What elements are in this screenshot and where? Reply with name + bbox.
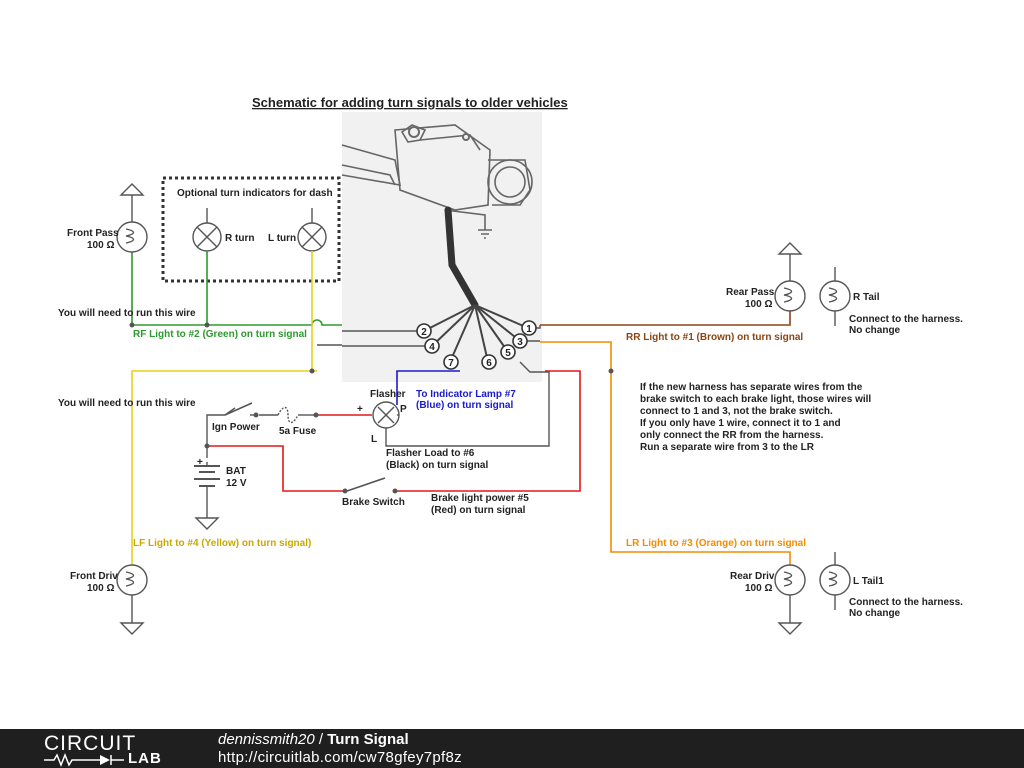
footer-title: dennissmith20 / Turn Signal — [218, 731, 409, 748]
footer-url-link[interactable]: http://circuitlab.com/cw78gfey7pf8z — [218, 749, 462, 766]
front-pass-lamp — [116, 183, 148, 253]
schematic-svg: Schematic for adding turn signals to old… — [58, 95, 963, 635]
r-tail-lamp — [819, 267, 851, 326]
note-line: If you only have 1 wire, connect it to 1… — [640, 418, 841, 429]
bat-voltage: 12 V — [226, 478, 247, 489]
rear-pass-label: Rear Pass — [726, 287, 775, 298]
diagram-title: Schematic for adding turn signals to old… — [252, 95, 568, 110]
flasher-load-1: Flasher Load to #6 — [386, 448, 475, 459]
harness-note-front-1: Connect to the harness. — [849, 597, 963, 608]
rr-light-label: RR Light to #1 (Brown) on turn signal — [626, 332, 803, 343]
green-wire-hop — [311, 319, 342, 326]
rf-light-suffix: ) on turn signal — [235, 329, 307, 340]
orange-wire — [540, 341, 791, 565]
blue-wire — [396, 370, 460, 405]
pin-7: 7 — [448, 358, 454, 369]
rf-light-label: RF Light to #2 (Green) on turn signal — [133, 329, 307, 340]
footer-separator: / — [314, 731, 328, 748]
front-driv-lamp — [116, 564, 148, 635]
rear-driv-value: 100 Ω — [745, 583, 772, 594]
note-line: Run a separate wire from 3 to the LR — [640, 442, 815, 453]
pin-5: 5 — [505, 348, 511, 359]
run-wire-note-1: You will need to run this wire — [58, 308, 196, 319]
brake-power-1: Brake light power #5 — [431, 493, 529, 504]
pin-4: 4 — [429, 342, 435, 353]
note-line: If the new harness has separate wires fr… — [640, 382, 863, 393]
brake-switch — [346, 477, 386, 492]
harness-note-block: If the new harness has separate wires fr… — [640, 382, 871, 453]
l-tail-lamp — [819, 552, 851, 610]
rf-light-color: Green — [206, 329, 235, 340]
pin-6: 6 — [486, 358, 492, 369]
note-line: brake switch to each brake light, those … — [640, 394, 871, 405]
red-wire-brake-power — [397, 370, 581, 492]
rf-light-prefix: RF Light to #2 ( — [133, 329, 206, 340]
footer-bar: CIRCUIT LAB dennissmith20 / Turn Signal … — [0, 729, 1024, 768]
rear-pass-value: 100 Ω — [745, 299, 772, 310]
ign-power-switch — [224, 402, 253, 416]
pin-3: 3 — [517, 337, 523, 348]
rear-driv-lamp — [774, 564, 806, 635]
lf-light-label: LF Light to #4 (Yellow) on turn signal) — [133, 538, 311, 549]
indicator-label-2: (Blue) on turn signal — [416, 400, 513, 411]
pin-2: 2 — [421, 327, 427, 338]
bat-label: BAT — [226, 466, 246, 477]
rear-driv-label: Rear Driv — [730, 571, 775, 582]
yellow-wire — [131, 370, 317, 565]
flasher-load-2: (Black) on turn signal — [386, 460, 488, 471]
ign-power-label: Ign Power — [212, 422, 260, 433]
r-turn-label: R turn — [225, 233, 254, 244]
l-turn-lamp — [297, 208, 327, 252]
dash-box-label: Optional turn indicators for dash — [177, 188, 333, 199]
lr-light-label: LR Light to #3 (Orange) on turn signal — [626, 538, 806, 549]
battery-symbol — [194, 465, 220, 487]
flasher-p: P — [400, 404, 407, 415]
turn-signal-switch-illustration — [341, 112, 542, 382]
indicator-label-1: To Indicator Lamp #7 — [416, 389, 516, 400]
circuitlab-logo-lab: LAB — [128, 750, 162, 767]
battery-plus: + — [197, 457, 203, 468]
front-driv-label: Front Driv — [70, 571, 118, 582]
harness-note-rear-1: Connect to the harness. — [849, 314, 963, 325]
r-turn-lamp — [192, 208, 222, 252]
brake-switch-label: Brake Switch — [342, 497, 405, 508]
l-turn-label: L turn — [268, 233, 296, 244]
l-tail-label: L Tail1 — [853, 576, 884, 587]
footer-username[interactable]: dennissmith20 — [218, 731, 315, 748]
flasher-label: Flasher — [370, 389, 406, 400]
note-line: only connect the RR from the harness. — [640, 430, 824, 441]
harness-note-rear-2: No change — [849, 325, 901, 336]
brown-wire — [540, 310, 791, 326]
r-tail-label: R Tail — [853, 292, 880, 303]
rear-pass-lamp — [774, 242, 806, 312]
front-pass-label: Front Pass — [67, 228, 119, 239]
harness-note-front-2: No change — [849, 608, 901, 619]
circuitlab-logo-icon — [44, 753, 124, 767]
front-pass-value: 100 Ω — [87, 240, 114, 251]
run-wire-note-2: You will need to run this wire — [58, 398, 196, 409]
brake-power-2: (Red) on turn signal — [431, 505, 526, 516]
note-line: connect to 1 and 3, not the brake switch… — [640, 406, 833, 417]
pin-1: 1 — [526, 324, 532, 335]
ground-battery — [194, 517, 220, 530]
flasher-plus: + — [357, 404, 363, 415]
dash-indicator-box — [161, 176, 341, 283]
circuitlab-logo-text: CIRCUIT — [44, 732, 137, 755]
red-wire-brake — [207, 445, 343, 492]
flasher-l: L — [371, 434, 377, 445]
junction-dots — [129, 322, 614, 494]
pin-markers: 1 2 3 4 5 6 7 — [416, 320, 537, 370]
flasher-symbol — [372, 401, 400, 429]
front-driv-value: 100 Ω — [87, 583, 114, 594]
footer-project-title[interactable]: Turn Signal — [327, 731, 409, 748]
fuse-label: 5a Fuse — [279, 426, 317, 437]
